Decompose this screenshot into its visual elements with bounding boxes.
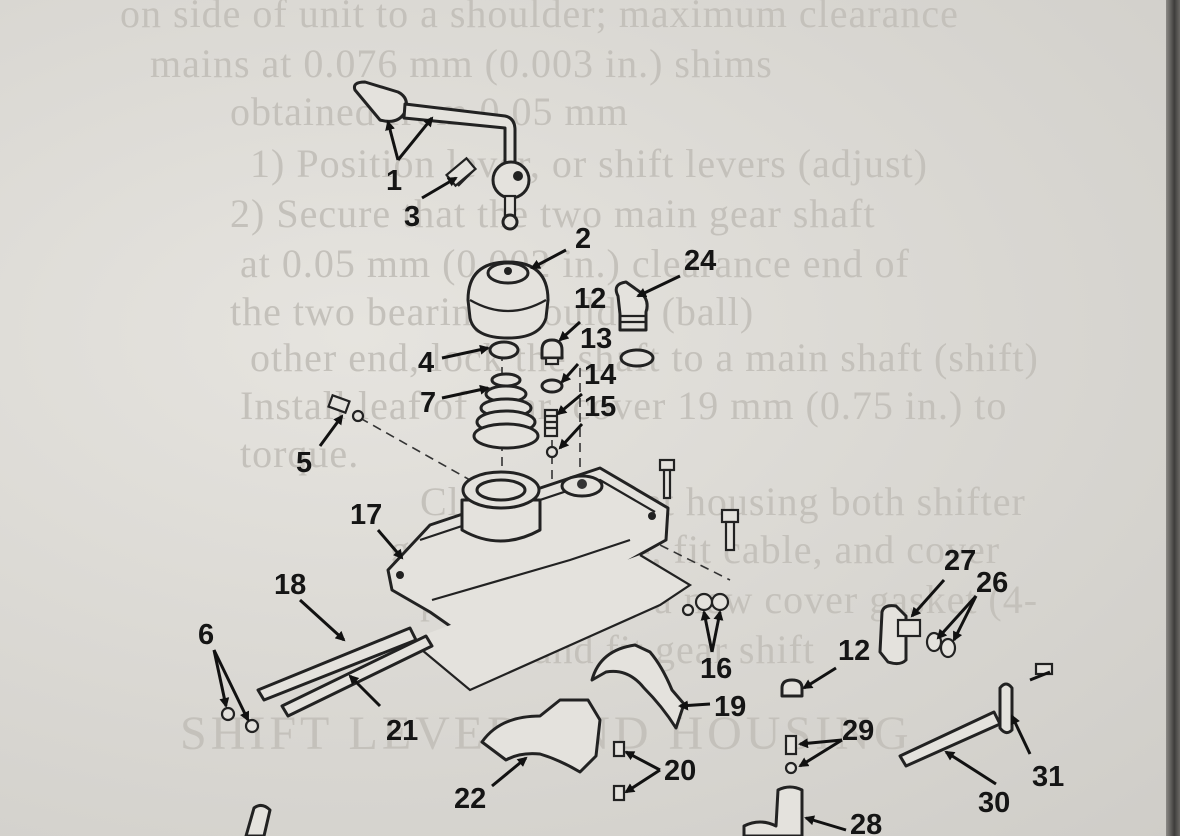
interlock-ball [694, 592, 714, 612]
bleed-line: mains at 0.076 mm (0.003 in.) shims [150, 41, 773, 86]
set-screw [327, 393, 365, 423]
detent-plug [540, 338, 564, 366]
bleed-line: on side of unit to a shoulder; maximum c… [120, 0, 959, 36]
callout-27: 27 [944, 545, 976, 577]
callout-6: 6 [198, 619, 214, 651]
callout-18: 18 [274, 569, 306, 601]
bleed-line: 1) Position lever, or shift levers (adju… [250, 141, 928, 186]
cover-gasket [409, 554, 693, 692]
fork-pin [612, 740, 626, 758]
detent-ball [545, 445, 559, 459]
shift-rail [256, 626, 434, 718]
callout-13: 13 [580, 323, 612, 355]
callout-15: 15 [584, 391, 616, 423]
lock-pin [244, 718, 260, 734]
interlock-ball [681, 603, 695, 617]
shift-fork [480, 698, 602, 774]
reverse-lever [998, 682, 1014, 735]
callout-16: 16 [700, 653, 732, 685]
callout-26: 26 [976, 567, 1008, 599]
callout-3: 3 [404, 201, 420, 233]
callout-21: 21 [386, 715, 418, 747]
callout-17: 17 [350, 499, 382, 531]
transmission-cover [386, 466, 670, 642]
partial-part [244, 803, 272, 836]
callout-2: 2 [575, 223, 591, 255]
callout-30: 30 [978, 787, 1010, 819]
callout-5: 5 [296, 447, 312, 479]
retaining-ring [939, 637, 957, 659]
cover-bolt [658, 458, 676, 500]
cover-bolt [720, 508, 740, 552]
detent-spring [543, 408, 559, 438]
callout-12: 12 [574, 283, 606, 315]
callout-22: 22 [454, 783, 486, 815]
shifter-housing [742, 785, 804, 836]
callout-14: 14 [584, 359, 616, 391]
callout-7: 7 [420, 387, 436, 419]
detent-plug [780, 678, 804, 698]
fork-pin [612, 784, 626, 802]
bleed-line: 2) Secure that the two main gear shaft [230, 191, 876, 236]
shift-fork [590, 643, 686, 730]
leader-lines [212, 116, 1051, 832]
callout-1: 1 [386, 165, 402, 197]
callout-12: 12 [838, 635, 870, 667]
washer [488, 340, 520, 360]
conical-spring [472, 372, 540, 450]
callout-29: 29 [842, 715, 874, 747]
o-ring [619, 348, 655, 368]
callout-4: 4 [418, 347, 434, 379]
callout-20: 20 [664, 755, 696, 787]
detent-spring [784, 734, 798, 756]
lever-pivot [896, 618, 922, 638]
bleed-line: torque. [240, 431, 360, 476]
bleed-line: Install leaf of gear, cover 19 mm (0.75 … [240, 383, 1008, 428]
reverse-shaft [898, 710, 1002, 768]
shift-lever [353, 80, 531, 231]
callout-31: 31 [1032, 761, 1064, 793]
detent-ball [784, 761, 798, 775]
callout-24: 24 [684, 245, 716, 277]
lock-pin [220, 706, 236, 722]
shift-housing-cap [466, 260, 550, 340]
interlock-ball [710, 592, 730, 612]
callout-19: 19 [714, 691, 746, 723]
assembly-line [359, 417, 471, 481]
bleed-line: at 0.05 mm (0.002 in.) clearance end of [240, 241, 910, 286]
page-binding-edge [1166, 0, 1180, 836]
filler-cap [614, 280, 649, 332]
detent-washer [540, 378, 564, 394]
callout-28: 28 [850, 809, 882, 836]
